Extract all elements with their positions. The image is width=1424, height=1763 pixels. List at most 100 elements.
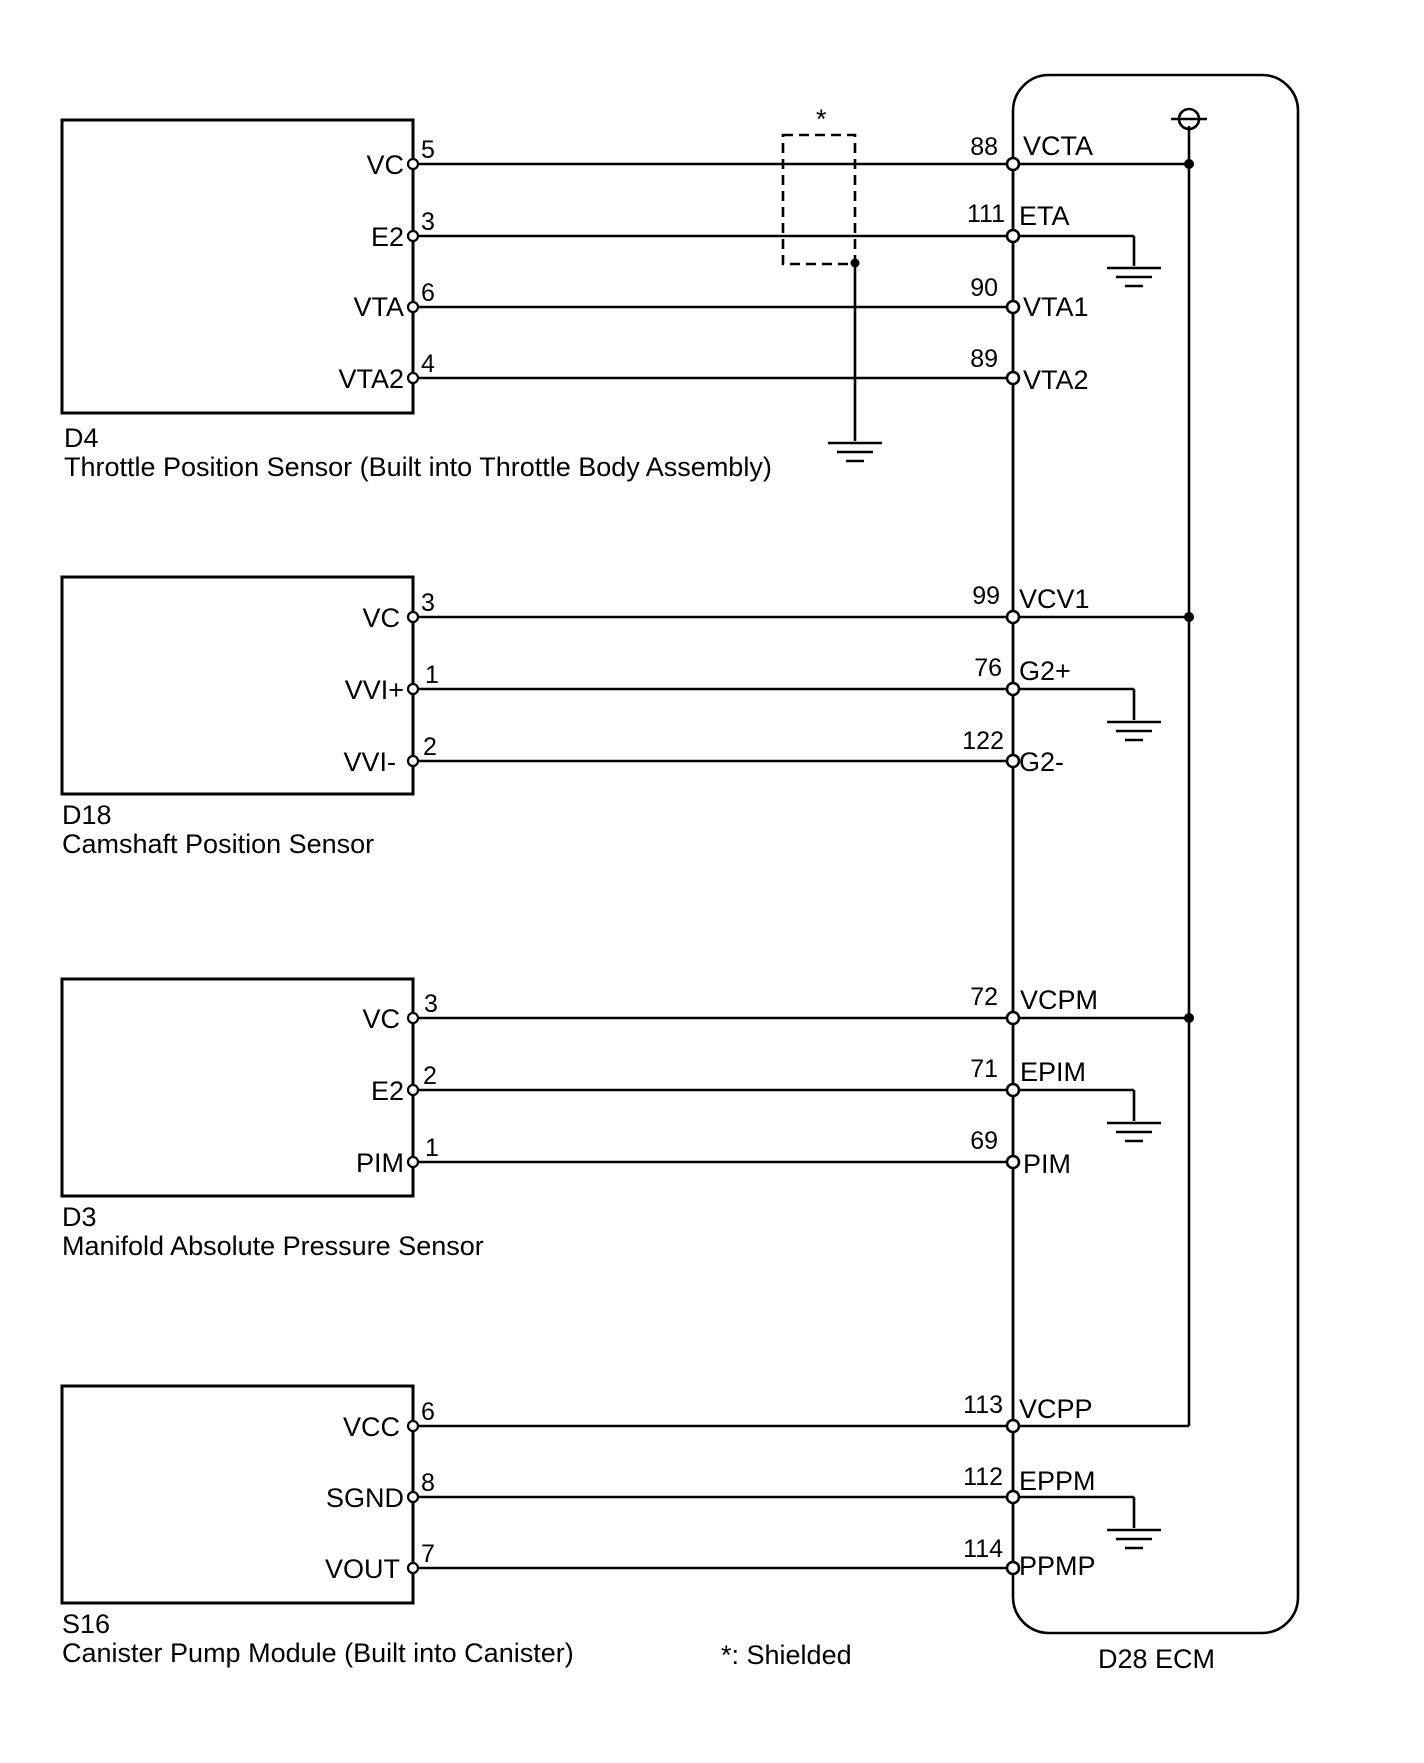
wire-row: VVI+ 1 76 G2+ [345, 654, 1161, 742]
ground-icon [1107, 1121, 1161, 1143]
component-s16: S16 Canister Pump Module (Built into Can… [60, 1384, 574, 1668]
wire-row: VC 3 99 VCV1 [362, 582, 1194, 633]
pin-number: 6 [421, 1398, 435, 1426]
terminal-label: VCC [343, 1412, 400, 1442]
terminal-label: VTA2 [338, 364, 404, 394]
ground-icon [1107, 266, 1161, 288]
shield-note: *: Shielded [721, 1640, 852, 1670]
sensor-terminal [406, 229, 420, 243]
ecm-terminal-label: EPPM [1019, 1466, 1096, 1496]
sensor-terminal [406, 754, 420, 768]
ecm-pin-number: 76 [974, 654, 1002, 682]
pin-number: 5 [421, 136, 435, 164]
component-code: D4 [64, 423, 99, 453]
component-code: D18 [62, 800, 112, 830]
ecm-terminal [1005, 299, 1021, 315]
pin-number: 3 [424, 990, 438, 1018]
component-name: Camshaft Position Sensor [62, 829, 374, 859]
shield-ground-icon [828, 441, 882, 463]
sensor-terminal [406, 1083, 420, 1097]
wire-row: VTA 6 90 VTA1 [353, 274, 1088, 322]
ecm-terminal-label: PPMP [1019, 1551, 1096, 1581]
terminal-label: E2 [371, 1076, 404, 1106]
sensor-terminal [406, 1011, 420, 1025]
ecm-terminal-label: VTA1 [1023, 292, 1089, 322]
ecm-pin-number: 112 [963, 1463, 1003, 1491]
wire-row: VTA2 4 89 VTA2 [338, 345, 1088, 395]
terminal-label: PIM [356, 1148, 404, 1178]
ecm-terminal-label: VTA2 [1023, 365, 1089, 395]
wire-row: E2 3 111 ETA [371, 200, 1161, 288]
sensor-terminal [406, 1561, 420, 1575]
ecm-terminal-label: G2- [1019, 747, 1064, 777]
terminal-label: VC [366, 150, 404, 180]
ecm-terminal [1005, 753, 1021, 769]
ecm-terminal [1005, 1082, 1021, 1098]
component-code: D3 [62, 1202, 97, 1232]
ecm-pin-number: 122 [962, 727, 1004, 755]
ecm-terminal-label: ETA [1019, 201, 1070, 231]
terminal-label: VVI- [343, 747, 396, 777]
ecm-pin-number: 88 [970, 133, 998, 161]
ecm-terminal [1005, 1418, 1021, 1434]
ecm-pin-number: 89 [970, 345, 998, 373]
ecm-label: D28 ECM [1098, 1644, 1215, 1674]
ecm-pin-number: 72 [970, 983, 998, 1011]
ground-icon [1107, 1528, 1161, 1550]
ecm-terminal-label: VCPP [1019, 1394, 1093, 1424]
wire-row: PIM 1 69 PIM [356, 1127, 1071, 1179]
ecm-pin-number: 114 [963, 1535, 1003, 1563]
wire-row: VC 5 88 VCTA [366, 131, 1194, 180]
pin-number: 4 [421, 350, 435, 378]
wire-row: VC 3 72 VCPM [362, 983, 1194, 1034]
sensor-terminal [406, 371, 420, 385]
component-box [60, 118, 415, 415]
wire-row: VCC 6 113 VCPP [343, 1391, 1189, 1442]
pin-number: 3 [421, 208, 435, 236]
shield-marker: * [816, 104, 827, 134]
component-d3: D3 Manifold Absolute Pressure Sensor [60, 977, 484, 1261]
ecm-pin-number: 71 [970, 1055, 998, 1083]
pin-number: 3 [421, 589, 435, 617]
terminal-label: SGND [326, 1483, 404, 1513]
shield-box [781, 133, 857, 266]
ecm-terminal-label: VCV1 [1019, 584, 1090, 614]
terminal-label: VC [362, 603, 400, 633]
component-box [60, 1384, 415, 1605]
power-junction-dot [1184, 159, 1194, 169]
ecm-terminal [1005, 156, 1021, 172]
pin-number: 8 [421, 1469, 435, 1497]
terminal-label: E2 [371, 222, 404, 252]
sensor-terminal [406, 300, 420, 314]
component-d18: D18 Camshaft Position Sensor [60, 575, 415, 859]
pin-number: 2 [423, 733, 437, 761]
ecm-terminal-label: EPIM [1020, 1057, 1086, 1087]
component-d4: D4 Throttle Position Sensor (Built into … [60, 118, 772, 482]
ecm-terminal [1005, 681, 1021, 697]
ecm-pin-number: 111 [967, 200, 1005, 228]
component-name: Manifold Absolute Pressure Sensor [62, 1231, 484, 1261]
component-code: S16 [62, 1609, 110, 1639]
ecm-terminal [1005, 1560, 1021, 1576]
ecm-terminal [1005, 1154, 1021, 1170]
component-box [60, 977, 415, 1198]
sensor-terminal [406, 157, 420, 171]
ecm-terminal-label: G2+ [1019, 656, 1071, 686]
pin-number: 2 [423, 1062, 437, 1090]
pin-number: 1 [425, 661, 439, 689]
pin-number: 7 [421, 1540, 435, 1568]
terminal-label: VC [362, 1004, 400, 1034]
ecm-terminal [1005, 370, 1021, 386]
ecm-pin-number: 90 [970, 274, 998, 302]
wire-row: E2 2 71 EPIM [371, 1055, 1161, 1143]
wire-row: SGND 8 112 EPPM [326, 1463, 1161, 1550]
sensor-terminal [406, 1419, 420, 1433]
ground-icon [1107, 720, 1161, 742]
ecm-terminal-label: PIM [1023, 1149, 1071, 1179]
ecm-terminal [1005, 228, 1021, 244]
ecm-terminal [1005, 1489, 1021, 1505]
pin-number: 1 [425, 1134, 439, 1162]
ecm-pin-number: 99 [972, 582, 1000, 610]
component-box [60, 575, 415, 796]
